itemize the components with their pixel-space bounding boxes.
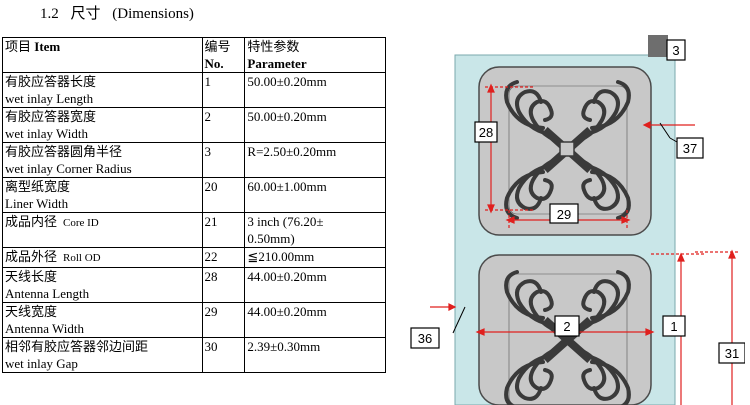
row-label-en: wet inlay Width (5, 126, 89, 141)
table-row: 有胶应答器圆角半径 wet inlay Corner Radius 3 R=2.5… (2, 142, 386, 178)
callout-1-label: 1 (670, 319, 677, 334)
callout-31-label: 31 (725, 346, 739, 361)
row-param: 2.39±0.30mm (244, 337, 386, 373)
row-no: 3 (201, 142, 246, 178)
row-label-zh: 成品外径 (5, 249, 58, 264)
row-param-cont: 0.50mm) (247, 231, 295, 246)
row-label-zh: 天线长度 (5, 269, 58, 284)
row-param: 50.00±0.20mm (244, 72, 386, 108)
row-label-en: Core ID (63, 217, 99, 229)
header-no-en: No. (204, 56, 224, 71)
row-label-zh: 有胶应答器长度 (5, 74, 97, 89)
section-title-zh: 尺寸 (70, 6, 101, 22)
row-param: 60.00±1.00mm (244, 177, 386, 213)
callout-29-label: 29 (557, 207, 571, 222)
header-item-zh: 项目 (5, 39, 32, 54)
leader-lines (452, 122, 678, 334)
antenna-bottom (504, 270, 631, 405)
row-no: 28 (201, 267, 246, 303)
callout-3: 3 (666, 39, 686, 61)
row-label-en: Roll OD (63, 252, 101, 264)
table-row: 天线宽度 Antenna Width 29 44.00±0.20mm (2, 302, 386, 338)
row-label-zh: 有胶应答器圆角半径 (5, 144, 123, 159)
row-param: 44.00±0.20mm (244, 302, 386, 338)
callout-37-label: 37 (683, 141, 697, 156)
section-number: 1.2 (40, 6, 59, 22)
header-param-en: Parameter (247, 56, 307, 71)
row-no: 1 (201, 72, 246, 108)
row-no: 29 (201, 302, 246, 338)
header-item-en: Item (34, 39, 61, 54)
header-no: 编号 No. (201, 37, 246, 73)
callout-36-label: 36 (418, 331, 432, 346)
table-row: 成品内径 Core ID 21 3 inch (76.20± 0.50mm) (2, 212, 386, 248)
table-header-row: 项目 Item 编号 No. 特性参数 Parameter (2, 37, 386, 73)
row-param: ≦210.00mm (244, 247, 386, 268)
row-label-en: wet inlay Length (5, 91, 94, 106)
table-row: 离型纸宽度 Liner Width 20 60.00±1.00mm (2, 177, 386, 213)
antenna-top (504, 80, 631, 220)
callout-2-label: 2 (563, 319, 570, 334)
dimensions-table: 项目 Item 编号 No. 特性参数 Parameter 有胶应答器长度 wet… (2, 37, 386, 373)
row-label-zh: 相邻有胶应答器邻边间距 (5, 339, 149, 354)
row-label-zh: 离型纸宽度 (5, 179, 71, 194)
row-no: 22 (201, 247, 246, 268)
table-row: 相邻有胶应答器邻边间距 wet inlay Gap 30 2.39±0.30mm (2, 337, 386, 373)
row-label-en: wet inlay Corner Radius (5, 161, 132, 176)
callout-3-label: 3 (672, 43, 679, 58)
header-no-zh: 编号 (204, 39, 231, 54)
header-item: 项目 Item (2, 37, 203, 73)
row-label-en: wet inlay Gap (5, 356, 78, 371)
inlay-dimension-diagram: 3 28 29 37 2 1 36 31 (410, 35, 745, 405)
table-row: 有胶应答器长度 wet inlay Length 1 50.00±0.20mm (2, 72, 386, 108)
row-no: 2 (201, 107, 246, 143)
row-no: 20 (201, 177, 246, 213)
row-label-en: Antenna Length (5, 286, 90, 301)
callout-37: 37 (676, 137, 704, 159)
table-row: 天线长度 Antenna Length 28 44.00±0.20mm (2, 267, 386, 303)
callout-2: 2 (554, 315, 580, 337)
section-heading: 1.2 尺寸 (Dimensions) (40, 2, 202, 23)
row-param: 50.00±0.20mm (244, 107, 386, 143)
callout-31: 31 (718, 342, 745, 364)
row-param: 3 inch (76.20± (247, 214, 324, 229)
row-label-en: Antenna Width (5, 321, 85, 336)
row-label-zh: 天线宽度 (5, 304, 58, 319)
table-row: 成品外径 Roll OD 22 ≦210.00mm (2, 247, 386, 268)
row-no: 21 (201, 212, 246, 248)
header-param-zh: 特性参数 (247, 39, 300, 54)
row-label-en: Liner Width (5, 196, 69, 211)
callout-28-label: 28 (479, 125, 493, 140)
row-label-zh: 成品内径 (5, 214, 58, 229)
row-no: 30 (201, 337, 246, 373)
header-param: 特性参数 Parameter (244, 37, 386, 73)
row-label-zh: 有胶应答器宽度 (5, 109, 97, 124)
callout-28: 28 (474, 121, 498, 143)
callout-1: 1 (662, 315, 686, 337)
row-param: R=2.50±0.20mm (244, 142, 386, 178)
table-row: 有胶应答器宽度 wet inlay Width 2 50.00±0.20mm (2, 107, 386, 143)
inlay-top (478, 66, 652, 236)
callout-36: 36 (410, 327, 440, 349)
dimension-lines (430, 83, 740, 405)
row-param: 44.00±0.20mm (244, 267, 386, 303)
section-title-en: (Dimensions) (112, 6, 194, 22)
callout-29: 29 (549, 203, 579, 224)
corner-marker (648, 35, 668, 57)
